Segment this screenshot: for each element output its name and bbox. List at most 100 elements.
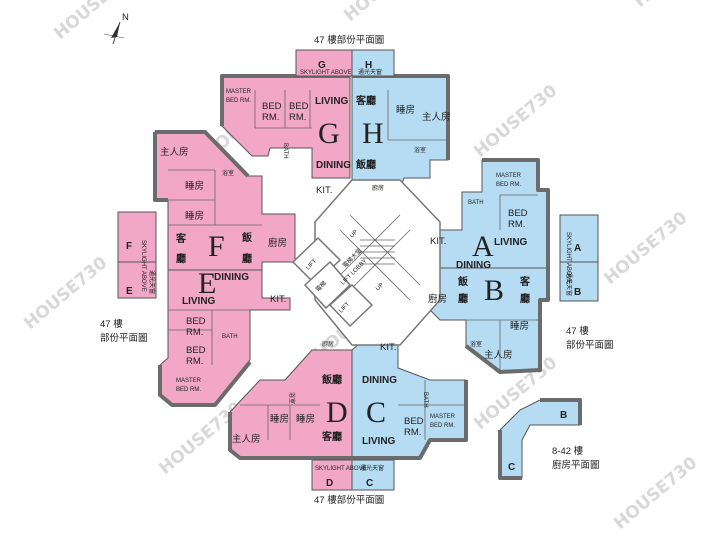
- master-bed-label: BED RM.: [226, 98, 251, 104]
- bed-label: BED: [262, 101, 282, 112]
- watermark: HOUSE730: [470, 81, 561, 162]
- inset-bottom: SKYLIGHT ABOVE 通光天窗 D C 47 樓部份平面圖: [311, 459, 395, 506]
- master-bed-label: MASTER: [496, 173, 522, 179]
- unit-a-labels: MASTER BED RM. BATH BED RM. KIT. A LIVIN…: [430, 173, 528, 271]
- living-label: LIVING: [315, 96, 349, 107]
- living-label: 客: [519, 275, 531, 288]
- living-label: 廳: [520, 292, 530, 305]
- unit-letter: D: [326, 478, 333, 489]
- core: [291, 179, 441, 346]
- skylight-label: SKYLIGHT ABOVE: [140, 240, 146, 292]
- kitchen-label: 廚房: [322, 340, 334, 348]
- unit-letter: C: [366, 478, 373, 489]
- compass-label: N: [122, 12, 129, 23]
- inset-title: 部份平面圖: [566, 339, 614, 351]
- bath-label: 浴室: [222, 169, 234, 177]
- unit-letter: C: [366, 396, 386, 429]
- bed-label: BED: [186, 316, 206, 327]
- living-label: 客: [175, 232, 187, 245]
- unit-g-labels: MASTER BED RM. BED RM. BED RM. LIVING G …: [226, 89, 351, 196]
- bed-label: 睡房: [185, 180, 204, 192]
- skylight-label-zh: 通光天窗: [360, 464, 384, 472]
- unit-letter: A: [574, 243, 581, 254]
- unit-letter: F: [126, 241, 132, 252]
- bed-label: BED: [289, 101, 309, 112]
- unit-letter: B: [484, 274, 504, 307]
- bed-label: 睡房: [396, 104, 415, 116]
- inset-title: 47 樓: [566, 325, 589, 337]
- bed-label: BED: [508, 208, 528, 219]
- inset-right: A B SKYLIGHT ABOVE 通光天窗 47 樓 部份平面圖: [559, 214, 614, 351]
- watermark: HOUSE730: [600, 208, 691, 289]
- unit-b-labels: 飯 B 客 廚房 廳 廳 睡房 浴室 主人房: [428, 274, 531, 361]
- dining-label: 廳: [458, 292, 468, 305]
- unit-letter: D: [326, 396, 348, 429]
- master-bed-label: BED RM.: [176, 387, 201, 393]
- unit-letter: A: [472, 230, 494, 263]
- skylight-label: SKYLIGHT ABOVE: [315, 466, 367, 472]
- compass-icon: N: [103, 12, 129, 45]
- unit-letter: E: [126, 286, 133, 297]
- up-label: UP: [375, 282, 385, 292]
- master-bed-label: 主人房: [484, 349, 513, 361]
- lift-shaft: [328, 283, 374, 328]
- lift-shaft: [303, 260, 352, 310]
- inset-title: 廚房平面圖: [552, 459, 600, 471]
- unit-letter: C: [508, 462, 515, 473]
- master-bed-label: 主人房: [160, 146, 189, 158]
- inset-top: 47 樓部份平面圖 G H SKYLIGHT ABOVE 通光天窗: [295, 34, 395, 77]
- bed-label: RM.: [404, 427, 421, 438]
- unit-letter: H: [365, 60, 372, 71]
- bath-label: BATH: [222, 334, 238, 340]
- watermark: HOUSE730: [610, 453, 701, 534]
- bath-label: 浴室: [470, 340, 482, 348]
- unit-letter: F: [208, 230, 225, 263]
- inset-title: 47 樓: [100, 318, 123, 330]
- kit-label: KIT.: [430, 236, 446, 247]
- inset-kitchen: B C 8-42 樓 廚房平面圖: [498, 398, 600, 480]
- bed-label: 睡房: [296, 413, 315, 425]
- inset-title: 47 樓部份平面圖: [314, 494, 384, 506]
- skylight-label-zh: 通光天窗: [565, 272, 573, 296]
- master-bed-label: MASTER: [226, 89, 252, 95]
- kit-label: KIT.: [316, 185, 332, 196]
- inset-title: 47 樓部份平面圖: [314, 34, 384, 46]
- dining-label: 飯: [241, 231, 252, 244]
- bed-label: BED: [186, 345, 206, 356]
- master-bed-label: BED RM.: [496, 182, 521, 188]
- bath-label: 浴室: [414, 146, 426, 154]
- kitchen-label: 廚房: [268, 237, 287, 249]
- skylight-label: SKYLIGHT ABOVE: [565, 232, 571, 284]
- unit-f-labels: 主人房 睡房 浴室 睡房 客 F 飯 廳 廳 廚房: [160, 146, 287, 265]
- living-label: LIVING: [362, 436, 396, 447]
- watermark: HOUSE730: [340, 0, 431, 26]
- bath-label: 浴室: [288, 392, 296, 404]
- dining-label: DINING: [214, 272, 249, 283]
- unit-h-labels: 客廳 H 睡房 主人房 浴室 飯廳 廚房: [355, 94, 451, 192]
- unit-letter: B: [574, 287, 581, 298]
- kit-label: KIT.: [380, 342, 396, 353]
- skylight-label-zh: 通光天窗: [148, 270, 156, 294]
- master-bed-label: MASTER: [430, 414, 456, 420]
- bed-label: RM.: [262, 112, 279, 123]
- bed-label: BED: [404, 416, 424, 427]
- inset-title: 部份平面圖: [100, 332, 148, 344]
- partitions: [168, 90, 540, 440]
- bed-label: RM.: [186, 327, 203, 338]
- bed-label: 睡房: [510, 320, 529, 332]
- watermark: HOUSE730: [630, 0, 720, 12]
- living-label: 廳: [176, 252, 186, 265]
- kit-label: KIT.: [270, 294, 286, 305]
- dining-label: DINING: [316, 160, 351, 171]
- pink-units: [154, 75, 353, 459]
- skylight-label: SKYLIGHT ABOVE: [300, 70, 352, 76]
- dining-label: DINING: [362, 375, 397, 386]
- master-bed-label: BED RM.: [430, 423, 455, 429]
- master-bed-label: MASTER: [176, 378, 202, 384]
- bed-label: RM.: [508, 219, 525, 230]
- master-bed-label: 主人房: [422, 111, 451, 123]
- unit-c-labels: KIT. DINING C BATH BED RM. MASTER BED RM…: [362, 342, 456, 447]
- living-label: 客廳: [355, 94, 376, 107]
